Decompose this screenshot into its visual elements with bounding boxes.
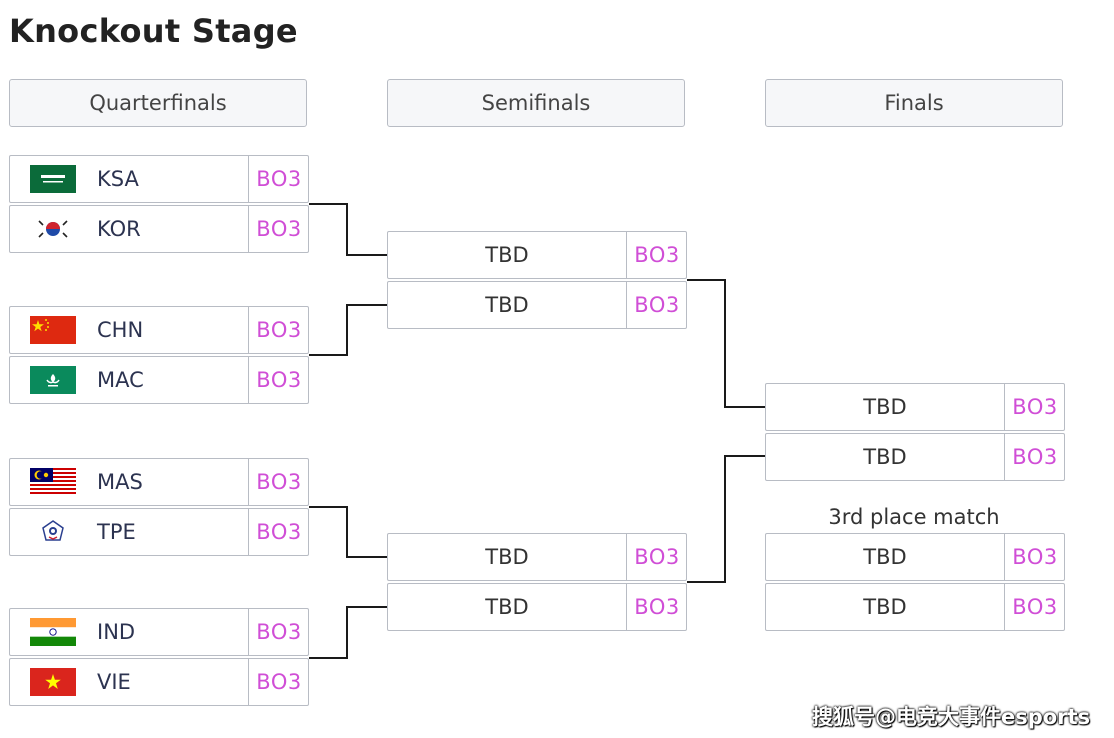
- bo-label: BO3: [626, 282, 687, 328]
- third-place-slot[interactable]: TBD BO3: [765, 583, 1065, 631]
- malaysia-flag-icon: [30, 468, 76, 496]
- team-name: KSA: [97, 167, 139, 191]
- connector-line: [309, 203, 387, 256]
- team-name: TBD: [863, 445, 907, 469]
- page-title: Knockout Stage: [9, 12, 298, 50]
- round-header-finals: Finals: [765, 79, 1063, 127]
- team-slot-ksa[interactable]: KSA BO3: [9, 155, 309, 203]
- bo-label: BO3: [626, 534, 687, 580]
- team-name: TPE: [97, 520, 136, 544]
- bo-label: BO3: [248, 659, 309, 705]
- connector-line: [309, 506, 387, 558]
- bo-label: BO3: [248, 509, 309, 555]
- china-flag-icon: [30, 316, 76, 344]
- semifinal-slot[interactable]: TBD BO3: [387, 281, 687, 329]
- semifinal-slot[interactable]: TBD BO3: [387, 231, 687, 279]
- bo-label: BO3: [1004, 534, 1065, 580]
- bo-label: BO3: [248, 357, 309, 403]
- team-name: TBD: [485, 293, 529, 317]
- bo-label: BO3: [1004, 584, 1065, 630]
- bo-label: BO3: [626, 584, 687, 630]
- bo-label: BO3: [248, 459, 309, 505]
- chinese-taipei-flag-icon: [30, 518, 76, 546]
- team-name: IND: [97, 620, 136, 644]
- connector-line: [309, 304, 387, 356]
- team-name: TBD: [485, 545, 529, 569]
- team-name: KOR: [97, 217, 141, 241]
- bo-label: BO3: [248, 206, 309, 252]
- team-name: TBD: [863, 545, 907, 569]
- final-slot[interactable]: TBD BO3: [765, 433, 1065, 481]
- team-slot-kor[interactable]: KOR BO3: [9, 205, 309, 253]
- team-name: TBD: [485, 243, 529, 267]
- team-name: CHN: [97, 318, 144, 342]
- bo-label: BO3: [626, 232, 687, 278]
- team-slot-vie[interactable]: VIE BO3: [9, 658, 309, 706]
- bo-label: BO3: [1004, 434, 1065, 480]
- team-name: TBD: [485, 595, 529, 619]
- team-name: MAS: [97, 470, 143, 494]
- connector-line: [687, 455, 765, 583]
- bo-label: BO3: [248, 609, 309, 655]
- round-header-semifinals: Semifinals: [387, 79, 685, 127]
- watermark: 搜狐号@电竞大事件esports: [812, 705, 1091, 729]
- semifinal-slot[interactable]: TBD BO3: [387, 533, 687, 581]
- connector-line: [309, 606, 387, 659]
- south-korea-flag-icon: [30, 215, 76, 243]
- team-slot-chn[interactable]: CHN BO3: [9, 306, 309, 354]
- team-slot-mas[interactable]: MAS BO3: [9, 458, 309, 506]
- connector-line: [687, 279, 765, 408]
- team-name: TBD: [863, 395, 907, 419]
- semifinal-slot[interactable]: TBD BO3: [387, 583, 687, 631]
- vietnam-flag-icon: [30, 668, 76, 696]
- third-place-slot[interactable]: TBD BO3: [765, 533, 1065, 581]
- final-slot[interactable]: TBD BO3: [765, 383, 1065, 431]
- bo-label: BO3: [1004, 384, 1065, 430]
- bo-label: BO3: [248, 156, 309, 202]
- india-flag-icon: [30, 618, 76, 646]
- team-name: TBD: [863, 595, 907, 619]
- third-place-label: 3rd place match: [828, 505, 1000, 529]
- team-name: MAC: [97, 368, 144, 392]
- round-header-quarterfinals: Quarterfinals: [9, 79, 307, 127]
- team-slot-mac[interactable]: MAC BO3: [9, 356, 309, 404]
- team-slot-ind[interactable]: IND BO3: [9, 608, 309, 656]
- macau-flag-icon: [30, 366, 76, 394]
- team-slot-tpe[interactable]: TPE BO3: [9, 508, 309, 556]
- team-name: VIE: [97, 670, 131, 694]
- saudi-arabia-flag-icon: [30, 165, 76, 193]
- bo-label: BO3: [248, 307, 309, 353]
